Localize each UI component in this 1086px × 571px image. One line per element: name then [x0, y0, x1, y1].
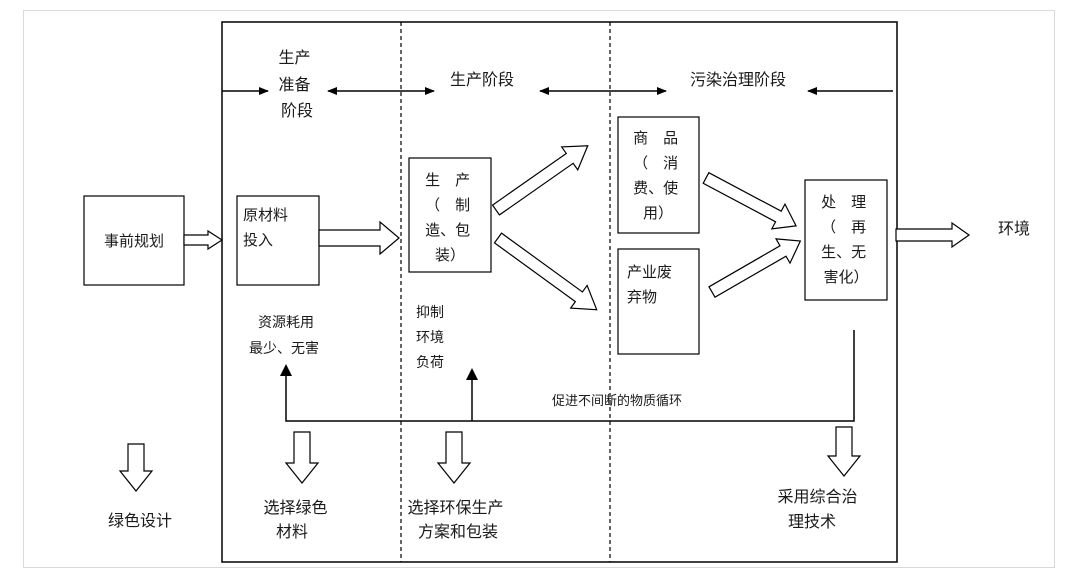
suppress-note: 抑制 环境 负荷 — [416, 305, 448, 371]
hollow-arrow-manufacture-waste — [493, 232, 598, 311]
hollow-arrow-down-plan — [436, 431, 472, 484]
hollow-arrow-raw-manufacture — [318, 220, 400, 256]
comprehensive-label: 采用综合治 理技术 — [777, 487, 862, 531]
cycle-feedback-line — [285, 330, 855, 422]
cycle-arrowhead-resource — [280, 364, 292, 376]
hollow-arrow-waste-treatment — [708, 238, 802, 299]
outer-frame — [23, 10, 1055, 568]
box-goods-text: 商 品 （ 消 费、使 用） — [633, 129, 683, 222]
stage-prep-label: 生产 准备 阶段 — [278, 48, 315, 120]
box-raw-material-text: 原材料 投入 — [243, 206, 293, 249]
box-waste — [617, 248, 700, 355]
select-material-label: 选择绿色 材料 — [263, 498, 332, 541]
green-design-label: 绿色设计 — [108, 511, 172, 530]
hollow-arrow-goods-treatment — [702, 171, 797, 230]
box-goods — [617, 116, 700, 234]
select-plan-label: 选择环保生产 方案和包装 — [407, 498, 508, 541]
hollow-arrow-down-comprehensive — [826, 426, 862, 477]
box-raw-material — [236, 195, 320, 286]
box-waste-text: 产业废 弃物 — [627, 263, 677, 306]
hollow-arrow-manufacture-goods — [491, 145, 589, 216]
stage-pollution-label: 污染治理阶段 — [690, 70, 786, 89]
cycle-label: 促进不间断的物质循环 — [552, 393, 682, 409]
environment-label: 环境 — [998, 219, 1030, 238]
resource-note: 资源耗用 最少、无害 — [249, 315, 319, 357]
stage-production-label: 生产阶段 — [450, 70, 514, 89]
box-manufacture-text: 生 产 （ 制 造、包 装） — [425, 171, 475, 264]
hollow-arrow-down-green-design — [118, 443, 154, 492]
box-planning-text: 事前规划 — [104, 232, 164, 250]
main-frame — [221, 21, 898, 563]
box-treatment — [804, 179, 888, 301]
box-manufacture — [408, 157, 492, 273]
hollow-arrow-treatment-environment — [895, 221, 971, 249]
hollow-arrow-down-material — [284, 431, 320, 484]
cycle-arrowhead-suppress — [466, 368, 478, 380]
box-treatment-text: 处 理 （ 再 生、无 害化） — [821, 193, 871, 286]
hollow-arrow-planning-raw — [183, 229, 224, 251]
